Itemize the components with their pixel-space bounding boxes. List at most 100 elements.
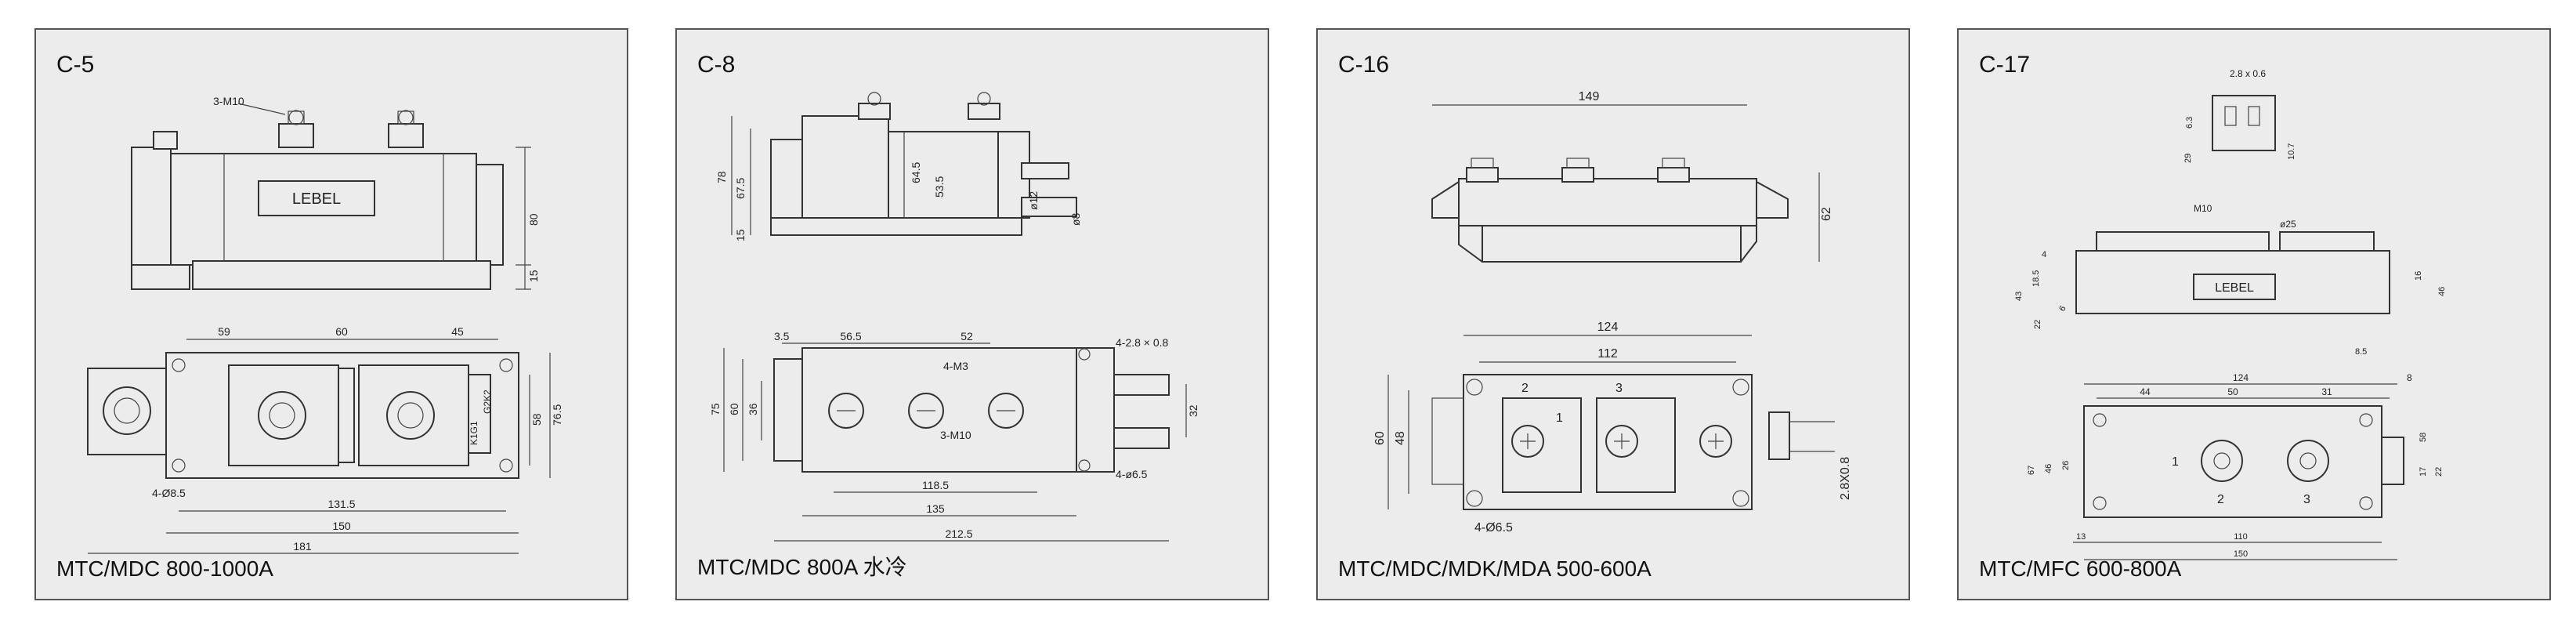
c17-b150: 150 [2234, 549, 2248, 559]
c8-v32: 32 [1187, 404, 1199, 417]
c17-d6: 6 [2057, 304, 2068, 313]
c17-n2: 2 [2217, 493, 2224, 506]
c5-w1: 131.5 [327, 498, 355, 510]
c16-side-view: 149 62 [1431, 90, 1833, 263]
c8-t3: 52 [961, 330, 973, 342]
c5-dim-top-a: 59 [218, 325, 230, 338]
c17-w44: 44 [2140, 386, 2151, 397]
c17-d25: ø25 [2280, 219, 2296, 230]
c17-v67: 67 [2027, 466, 2036, 475]
c16-holes: 4-Ø6.5 [1474, 521, 1513, 535]
c16-n3: 3 [1615, 382, 1623, 395]
c8-term: 4-2.8 × 0.8 [1116, 336, 1169, 349]
panel-title: C-17 [1979, 52, 2031, 78]
c17-w124: 124 [2233, 372, 2249, 383]
panel-c8: C-8 ø12 ø8 78 67.5 15 64.5 53.5 [675, 28, 1269, 600]
c17-d63: 6.3 [2185, 117, 2194, 129]
c5-screws-label: 3-M10 [213, 95, 244, 107]
c16-height: 62 [1820, 207, 1833, 221]
c5-side-b: 76.5 [551, 404, 563, 426]
panel-caption: MTC/MDC 800-1000A [56, 556, 273, 581]
c5-pin-g2k2: G2K2 [482, 390, 493, 414]
c5-side-a: 58 [530, 413, 543, 426]
c17-v17: 17 [2419, 467, 2428, 477]
c17-w50: 50 [2227, 386, 2238, 397]
c16-w124: 124 [1597, 321, 1619, 334]
c17-b13: 13 [2076, 532, 2086, 542]
c5-brand-label: LEBEL [292, 190, 341, 208]
c8-b1: 118.5 [922, 479, 949, 491]
c17-d22: 22 [2033, 320, 2042, 329]
c17-top-view: 124 8 44 50 31 1 2 3 67 46 26 58 17 22 [2027, 372, 2444, 560]
c8-holes: 4-ø6.5 [1116, 468, 1148, 480]
c5-dim-top-b: 60 [335, 325, 348, 338]
c8-h1: 78 [715, 171, 728, 183]
c17-w8: 8 [2407, 372, 2412, 383]
c8-top-view: 3.5 56.5 52 4-2.8 × 0.8 4-M3 3-M10 75 60 [709, 330, 1199, 542]
c8-h3: 15 [734, 229, 747, 241]
c17-m10: M10 [2194, 203, 2212, 214]
c17-w31: 31 [2321, 386, 2332, 397]
c17-t28: 2.8 x 0.6 [2230, 68, 2266, 79]
c5-height-label: 80 [527, 213, 540, 226]
panel-c17: C-17 2.8 x 0.6 6.3 29 10.7 M10 ø25 LEBEL… [1957, 28, 2551, 600]
c17-d46: 46 [2437, 287, 2447, 296]
drawing-c17: 2.8 x 0.6 6.3 29 10.7 M10 ø25 LEBEL 4 18… [2014, 68, 2447, 560]
c16-v60: 60 [1373, 431, 1387, 445]
c17-b110: 110 [2234, 532, 2248, 542]
c17-side-view: M10 ø25 LEBEL 4 18.5 43 22 6 16 46 8.5 [2014, 203, 2447, 357]
c17-d4: 4 [2042, 250, 2046, 259]
c8-h4: 64.5 [910, 162, 922, 183]
panel-title: C-5 [56, 52, 95, 78]
c5-w2: 150 [332, 520, 351, 532]
c8-m3: 4-M3 [943, 360, 968, 372]
panel-caption: MTC/MFC 600-800A [1979, 556, 2182, 581]
c16-top-view: 124 112 1 2 3 60 48 4-Ø6.5 [1373, 321, 1852, 535]
c17-d16: 16 [2414, 271, 2423, 281]
drawing-c8: ø12 ø8 78 67.5 15 64.5 53.5 3.5 56.5 52 … [709, 92, 1199, 542]
c16-top-w: 149 [1579, 90, 1600, 103]
c8-side-view: ø12 ø8 78 67.5 15 64.5 53.5 [715, 92, 1082, 241]
c8-b2: 135 [926, 502, 945, 515]
c17-v26: 26 [2061, 461, 2071, 470]
c5-holes-label: 4-Ø8.5 [152, 487, 186, 499]
c16-term: 2.8X0.8 [1839, 457, 1852, 500]
panel-caption: MTC/MDC 800A 水冷 [697, 555, 907, 579]
c17-terminal-view: 2.8 x 0.6 6.3 29 10.7 [2183, 68, 2296, 163]
c17-d43: 43 [2014, 292, 2024, 301]
c16-n1: 1 [1556, 411, 1563, 425]
c16-n2: 2 [1521, 382, 1529, 395]
c8-m10: 3-M10 [940, 429, 971, 441]
c5-top-view: 59 60 45 K1G1 G2K2 4-Ø8.5 58 76. [87, 325, 563, 554]
c17-d185: 18.5 [2031, 270, 2041, 287]
c5-dim-top-c: 45 [451, 325, 464, 338]
c17-v46: 46 [2044, 464, 2053, 473]
c17-brand: LEBEL [2215, 281, 2254, 295]
c8-t1: 3.5 [774, 330, 790, 342]
c16-w112: 112 [1597, 347, 1618, 361]
panel-title: C-16 [1338, 52, 1390, 78]
c5-side-view: LEBEL 3-M10 80 15 [131, 95, 540, 290]
c17-d85: 8.5 [2355, 347, 2367, 357]
c8-h2: 67.5 [734, 178, 747, 199]
panel-title: C-8 [697, 52, 736, 78]
c8-v60: 60 [728, 403, 740, 415]
c8-pipe2: ø8 [1069, 212, 1082, 226]
c5-base-label: 15 [527, 270, 540, 282]
drawing-c16: 149 62 124 112 [1373, 90, 1852, 535]
c8-h5: 53.5 [933, 176, 946, 198]
c8-b3: 212.5 [945, 527, 972, 540]
c8-v75: 75 [709, 403, 722, 415]
c17-v58: 58 [2419, 433, 2428, 442]
drawing-c5: LEBEL 3-M10 80 15 59 60 45 [87, 95, 563, 554]
c17-d107: 10.7 [2287, 143, 2296, 160]
c17-v22: 22 [2434, 467, 2444, 477]
c8-pipe1: ø12 [1027, 191, 1040, 210]
c17-d29: 29 [2183, 154, 2193, 163]
c8-v36: 36 [747, 403, 759, 415]
c16-v48: 48 [1394, 431, 1407, 445]
c5-pin-k1g1: K1G1 [469, 421, 479, 445]
panel-c16: C-16 149 62 124 112 [1316, 28, 1910, 600]
panel-caption: MTC/MDC/MDK/MDA 500-600A [1338, 556, 1652, 581]
c5-screw-heads [153, 110, 424, 150]
